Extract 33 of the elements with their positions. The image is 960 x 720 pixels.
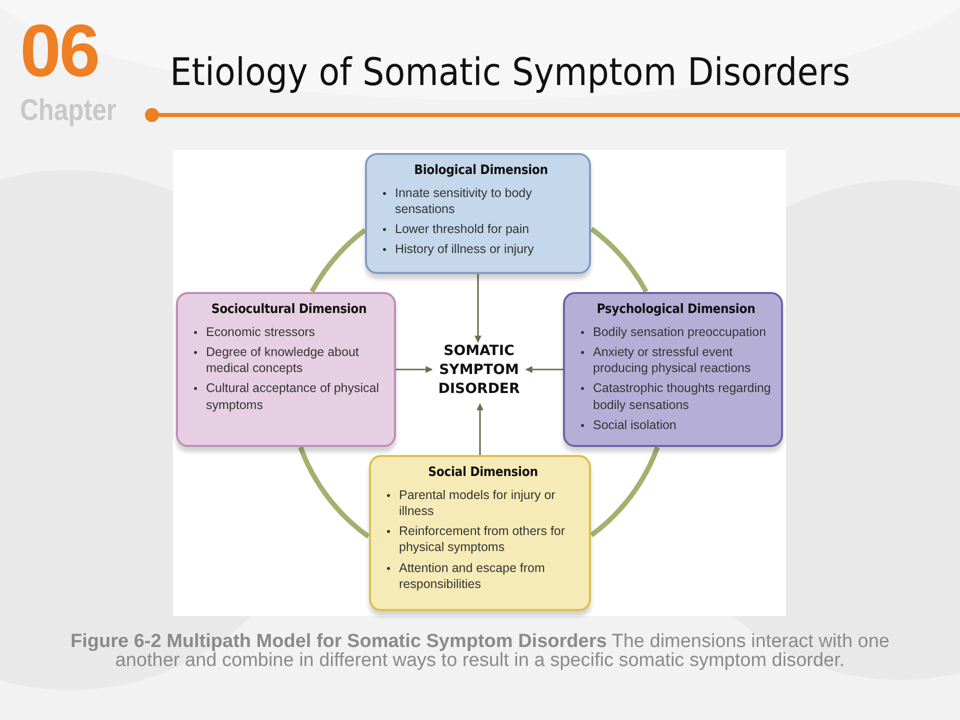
- bullet-item: Attention and escape from responsibilities: [385, 560, 581, 592]
- arrow: [474, 274, 482, 343]
- bullet-item: Social isolation: [579, 416, 773, 434]
- connecting-arc: [298, 446, 370, 538]
- box-heading: Psychological Dimension: [596, 302, 756, 318]
- slide-title: Etiology of Somatic Symptom Disorders: [170, 52, 850, 94]
- bullet-item: Innate sensitivity to body sensations: [381, 184, 581, 218]
- bullet-item: Economic stressors: [192, 324, 386, 340]
- dimension-box: [563, 292, 783, 447]
- dimension-box: [365, 153, 591, 274]
- box-heading: Biological Dimension: [413, 163, 549, 179]
- arrow: [476, 403, 484, 455]
- chapter-number: 06: [20, 14, 98, 88]
- dimension-box: [369, 455, 591, 611]
- bullet-item: Degree of knowledge about medical concepts: [192, 344, 386, 376]
- connecting-arc: [310, 228, 367, 293]
- bullet-item: Parental models for injury or illness: [385, 486, 581, 520]
- bullet-item: History of illness or injury: [381, 241, 581, 258]
- box-heading: Social Dimension: [427, 465, 539, 481]
- arrow: [396, 366, 433, 373]
- bullet-item: Anxiety or stressful event producing physical reactions: [579, 344, 773, 376]
- bullet-item: Cultural acceptance of physical symptoms: [192, 380, 386, 413]
- figure-caption: Figure 6-2 Multipath Model for Somatic Symptom Disorders The dimensions interact with one another and combine in different ways to result in a specific somatic symptom disorder.: [70, 632, 890, 670]
- bullet-item: Catastrophic thoughts regarding bodily sensations: [579, 380, 773, 413]
- connecting-arc: [590, 446, 660, 538]
- bullet-item: Bodily sensation preoccupation: [579, 324, 773, 340]
- bullet-item: Lower threshold for pain: [381, 221, 581, 238]
- outcome-label: SOMATIC SYMPTOM DISORDER: [432, 342, 526, 404]
- connecting-arc: [590, 226, 648, 293]
- dimension-box: [176, 292, 396, 447]
- box-heading: Sociocultural Dimension: [210, 302, 368, 318]
- bullet-item: Reinforcement from others for physical symptoms: [385, 523, 581, 556]
- arrow: [525, 366, 563, 373]
